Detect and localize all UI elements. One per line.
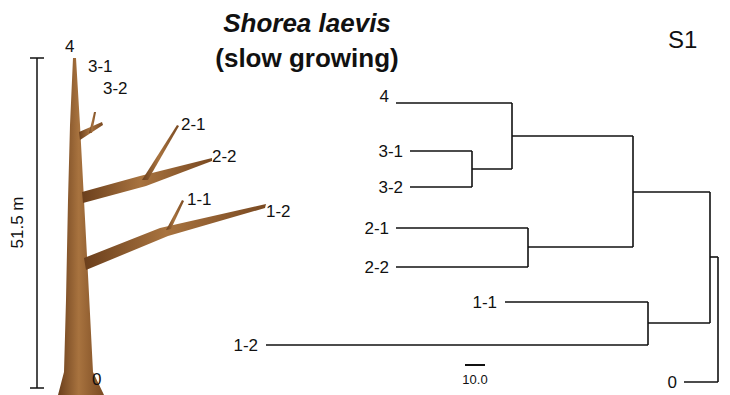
tree-drawing	[58, 58, 266, 395]
subtitle: (slow growing)	[215, 45, 398, 71]
leaf-label: 1-1	[472, 294, 497, 311]
figure-title: Shorea laevis	[223, 10, 391, 36]
leaf-label: 0	[668, 374, 677, 391]
tree-callout: 1-2	[266, 203, 291, 220]
panel-label: S1	[668, 28, 697, 52]
tree-callout: 3-1	[88, 58, 113, 75]
leaf-label: 3-1	[378, 143, 403, 160]
leaf-label: 2-1	[364, 220, 389, 237]
height-dimension: 51.5 m	[10, 196, 27, 248]
dendrogram	[266, 103, 718, 382]
tree-callout: 0	[92, 371, 101, 388]
leaf-label: 1-2	[233, 337, 258, 354]
height-bar	[30, 58, 44, 388]
tree-callout: 2-1	[181, 116, 206, 133]
leaf-label: 2-2	[364, 259, 389, 276]
tree-callout: 2-2	[212, 148, 237, 165]
tree-callout: 3-2	[103, 80, 128, 97]
scale-label: 10.0	[462, 373, 487, 386]
leaf-label: 4	[380, 88, 389, 105]
tree-callout: 1-1	[187, 191, 212, 208]
leaf-label: 3-2	[378, 179, 403, 196]
tree-callout: 4	[65, 38, 74, 55]
